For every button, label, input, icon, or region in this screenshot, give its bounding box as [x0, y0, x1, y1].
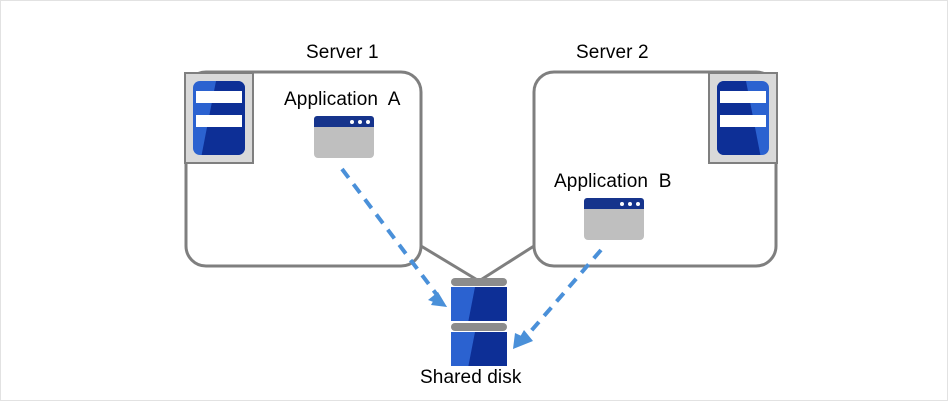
window-titlebar — [314, 116, 374, 127]
window-body — [314, 127, 374, 158]
server-slot-bar-bottom — [720, 115, 766, 127]
application-b-label: Application B — [554, 171, 672, 192]
disk-stack-bar-top — [451, 278, 507, 286]
server-machine-icon — [708, 72, 778, 164]
window-dot-icon — [366, 120, 370, 124]
arrow-applicationA-to-disk — [340, 167, 447, 307]
connector-server1-to-disk — [419, 166, 480, 283]
server1-label: Server 1 — [306, 42, 379, 63]
application-window-icon-a[interactable] — [314, 116, 374, 158]
window-dot-icon — [350, 120, 354, 124]
server-slot-bar-top — [720, 91, 766, 103]
application-a-label: Application A — [284, 89, 401, 110]
window-dot-icon — [628, 202, 632, 206]
server-slot-bar-top — [196, 91, 242, 103]
application-window-icon-b[interactable] — [584, 198, 644, 240]
connector-server2-to-disk — [478, 166, 536, 283]
disk-stack-platter-bottom — [451, 332, 507, 366]
server-machine-icon — [184, 72, 254, 164]
disk-stack-platter-top — [451, 287, 507, 321]
window-dot-icon — [636, 202, 640, 206]
disk-stack-bar-middle — [451, 323, 507, 331]
shared-disk-label: Shared disk — [420, 367, 522, 388]
server2-label: Server 2 — [576, 42, 649, 63]
server-slot-bar-bottom — [196, 115, 242, 127]
window-dot-icon — [620, 202, 624, 206]
window-dot-icon — [358, 120, 362, 124]
window-body — [584, 209, 644, 240]
window-titlebar — [584, 198, 644, 209]
arrow-applicationB-to-disk — [513, 248, 603, 349]
